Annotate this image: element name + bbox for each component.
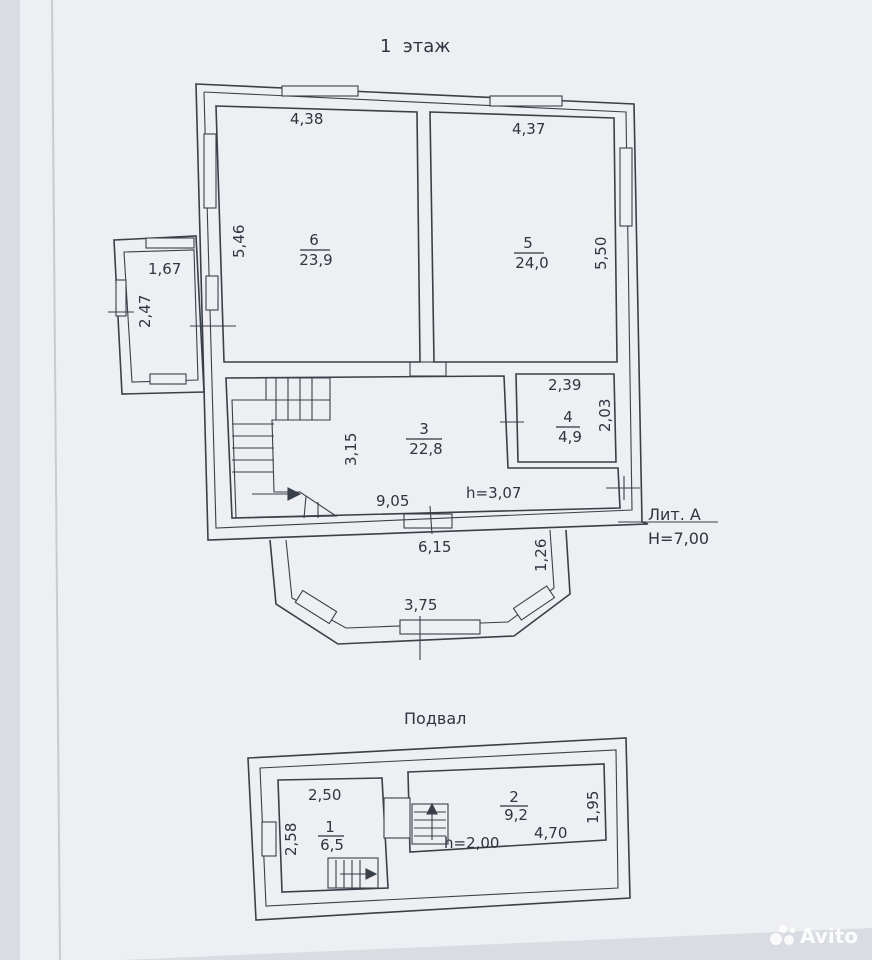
room-1-outline	[277, 777, 389, 893]
floor1-outer-wall-inner	[203, 91, 633, 529]
room-1-area: 6,5	[320, 836, 344, 854]
window-porch-bottom	[149, 373, 187, 385]
porch-dim-top: 1,67	[148, 260, 181, 278]
basement-window-left	[261, 821, 277, 857]
room-3-dim-bottom: 9,05	[376, 492, 409, 510]
basement-inner-wall	[259, 749, 619, 907]
liter-label: Лит. А	[648, 505, 701, 524]
room-2-dim-bottom: 4,70	[534, 824, 567, 842]
room-3-dim-side: 3,15	[342, 433, 360, 466]
room-6-area: 23,9	[299, 251, 332, 269]
paper-fold	[51, 0, 61, 960]
bay-inner: 3,75	[404, 596, 437, 614]
room-2-number: 2	[509, 788, 519, 806]
room-4-number: 4	[563, 408, 573, 426]
basement-plan: Подвал 2,50 2,58 1 6,	[247, 709, 631, 921]
avito-watermark-text: Avito	[800, 924, 858, 948]
door-marks-floor1	[108, 311, 718, 660]
room-1-dim-side: 2,58	[282, 823, 300, 856]
bay-depth: 1,26	[532, 539, 550, 572]
bay-width: 6,15	[418, 538, 451, 556]
room-2-height: h=2,00	[444, 834, 499, 852]
basement-title: Подвал	[404, 709, 466, 728]
basement-passage	[383, 797, 411, 839]
porch-inner	[123, 249, 199, 383]
room-1-dim-top: 2,50	[308, 786, 341, 804]
room-4-dim-side: 2,03	[596, 399, 614, 432]
room-3-height: h=3,07	[466, 484, 521, 502]
room-3-number: 3	[419, 420, 429, 438]
avito-logo-icon	[770, 925, 796, 947]
room-5-dim-side: 5,50	[592, 237, 610, 270]
room-6-number: 6	[309, 231, 319, 249]
room-6-dim-side: 5,46	[230, 225, 248, 258]
window-right	[619, 147, 633, 227]
floor1-title: 1 этаж	[380, 36, 451, 57]
floor1-plan: 1 этаж	[108, 36, 718, 660]
bay-outline	[269, 529, 571, 645]
window-bay-center	[399, 619, 481, 635]
stairs-floor1	[231, 377, 338, 519]
window-bay-right	[512, 585, 556, 621]
room-2-dim-side: 1,95	[584, 791, 602, 824]
room-3-outline	[225, 375, 621, 519]
room-5-area: 24,0	[515, 254, 548, 272]
paper-sheet	[20, 0, 872, 960]
room-4-area: 4,9	[558, 428, 582, 446]
room-4-dim-top: 2,39	[548, 376, 581, 394]
basement-outer-wall	[247, 737, 631, 921]
window-porch-top	[145, 237, 195, 249]
stairs-basement	[327, 802, 449, 889]
room-2-area: 9,2	[504, 806, 528, 824]
room-5-dim-top: 4,37	[512, 120, 545, 138]
window-left-1	[203, 133, 217, 209]
room-5-outline	[429, 111, 618, 363]
avito-watermark: Avito	[770, 924, 858, 948]
room-4-outline	[515, 373, 617, 463]
room-1-number: 1	[325, 818, 335, 836]
window-porch-side	[115, 279, 127, 317]
building-height: Н=7,00	[648, 529, 709, 548]
window-bay-left	[294, 589, 338, 625]
window-top-left	[281, 85, 359, 97]
porch-outline	[113, 235, 205, 395]
porch-dim-side: 2,47	[136, 295, 154, 328]
window-top-right	[489, 95, 563, 107]
room-6-dim-top: 4,38	[290, 110, 323, 128]
window-left-2	[205, 275, 219, 311]
room-3-area: 22,8	[409, 440, 442, 458]
room-5-number: 5	[523, 234, 533, 252]
